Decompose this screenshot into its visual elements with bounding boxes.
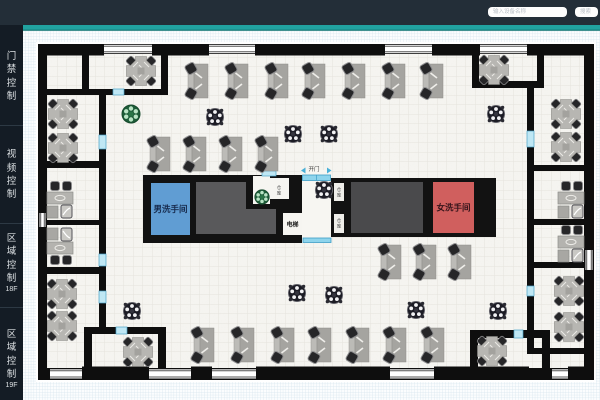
svg-text:男洗手间: 男洗手间	[153, 204, 187, 214]
svg-text:开门: 开门	[308, 165, 319, 173]
svg-text:仓: 仓	[337, 217, 342, 223]
svg-text:女洗手间: 女洗手间	[436, 203, 470, 213]
svg-text:库: 库	[337, 192, 342, 199]
svg-text:电梯: 电梯	[286, 221, 298, 229]
svg-text:仓: 仓	[337, 186, 342, 192]
svg-text:库: 库	[337, 223, 342, 230]
svg-text:库: 库	[277, 190, 282, 197]
svg-text:仓: 仓	[277, 184, 282, 190]
